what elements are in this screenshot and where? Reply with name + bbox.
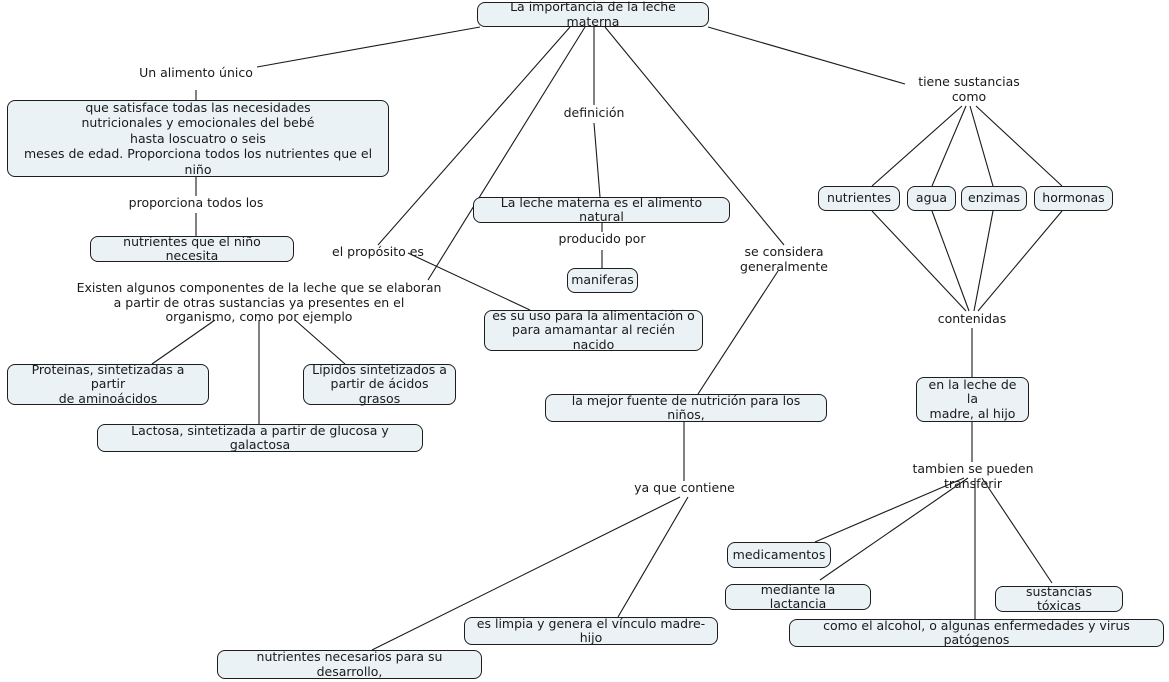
node-nutrientes-sustancia[interactable]: nutrientes (818, 186, 900, 211)
node-hormonas[interactable]: hormonas (1034, 186, 1113, 211)
edge-agua-contenidas (931, 210, 970, 312)
node-proteinas[interactable]: Proteínas, sintetizadas a partir de amin… (7, 362, 209, 406)
node-mediante-lactancia[interactable]: mediante la lactancia (725, 582, 871, 611)
edge-sustancias-nutrientes (871, 105, 963, 187)
edge-sustancias-enzimas (969, 105, 994, 187)
node-lactosa[interactable]: Lactosa, sintetizada a partir de glucosa… (97, 423, 423, 452)
link-label-proporciona-todos-los: proporciona todos los (128, 195, 264, 210)
node-leche-madre-hijo[interactable]: en la leche de la madre, al hijo (916, 377, 1029, 422)
node-maniferas[interactable]: maniferas (567, 268, 638, 293)
node-alimento-unico-detail[interactable]: que satisface todas las necesidades nutr… (7, 100, 389, 177)
node-nutrientes-desarrollo[interactable]: nutrientes necesarios para su desarrollo… (217, 649, 482, 679)
link-label-se-considera-generalmente: se considera generalmente (740, 244, 828, 274)
node-es-limpia[interactable]: es limpia y genera el vínculo madre-hijo (464, 616, 718, 645)
node-como-alcohol[interactable]: como el alcohol, o algunas enfermedades … (789, 618, 1164, 647)
link-label-contenidas: contenidas (937, 311, 1007, 326)
edge-transferir-mediante-lactancia (819, 477, 969, 581)
edge-enzimas-contenidas (973, 210, 994, 312)
edge-ya-que-contiene-es-limpia (617, 496, 689, 618)
edge-componentes-lipidos (294, 319, 346, 365)
node-nutrientes-nino[interactable]: nutrientes que el niño necesita (90, 234, 294, 263)
node-lipidos[interactable]: Lípidos sintetizados a partir de ácidos … (303, 362, 456, 406)
edge-hormonas-contenidas (977, 210, 1063, 312)
node-mejor-fuente[interactable]: la mejor fuente de nutrición para los ni… (545, 393, 827, 422)
link-label-tambien-se-pueden-transferir: tambien se pueden transferir (912, 461, 1034, 491)
node-alimento-natural[interactable]: La leche materna es el alimento natural (473, 195, 730, 224)
node-medicamentos[interactable]: medicamentos (727, 542, 831, 568)
edge-definicion-alimento-natural (593, 122, 601, 198)
node-enzimas[interactable]: enzimas (961, 186, 1027, 211)
node-sustancias-toxicas[interactable]: sustancias tóxicas (995, 584, 1123, 613)
node-agua[interactable]: agua (907, 186, 956, 211)
link-label-componentes: Existen algunos componentes de la leche … (76, 280, 442, 324)
link-label-tiene-sustancias-como: tiene sustancias como (918, 74, 1020, 104)
link-label-el-proposito-es: el propósito es (332, 244, 424, 259)
edge-sustancias-hormonas (975, 105, 1063, 187)
link-label-definicion: definición (563, 105, 625, 120)
link-label-ya-que-contiene: ya que contiene (634, 480, 735, 495)
link-label-un-alimento-unico: Un alimento único (139, 65, 253, 80)
edge-root-tiene-sustancias (707, 26, 906, 85)
edge-componentes-proteinas (151, 319, 216, 365)
node-proposito-uso[interactable]: es su uso para la alimentación o para am… (484, 308, 703, 352)
edge-sustancias-agua (931, 105, 967, 187)
link-label-producido-por: producido por (558, 231, 646, 246)
edge-nutrientes-contenidas (871, 210, 967, 312)
edge-transferir-sustancias-toxicas (981, 477, 1053, 584)
edge-se-considera-mejor-fuente (697, 270, 779, 395)
node-root[interactable]: La importancia de la leche materna (477, 0, 709, 28)
edge-root-alimento-unico (256, 26, 481, 68)
